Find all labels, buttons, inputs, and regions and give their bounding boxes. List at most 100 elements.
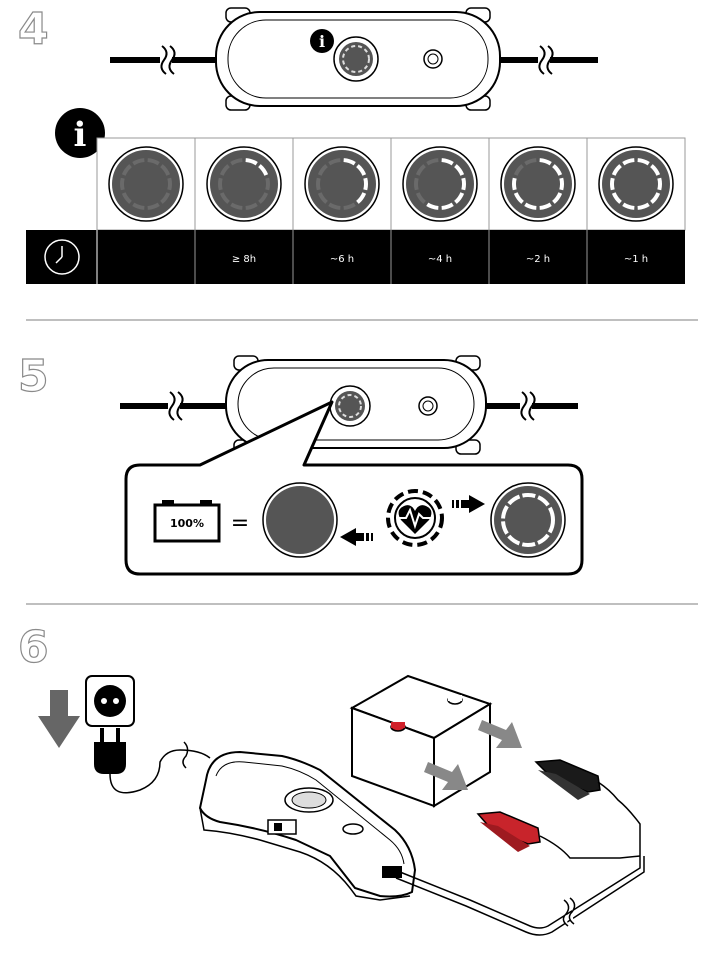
- led-segment: [328, 158, 341, 166]
- led-segment: [147, 158, 160, 166]
- led-segment: [513, 192, 524, 204]
- cable-left: [110, 45, 218, 75]
- led-segment: [356, 192, 367, 204]
- arrow-right-icon: [452, 495, 485, 513]
- led-column-1: [108, 146, 184, 222]
- plug-icon: [94, 728, 211, 794]
- down-arrow-icon: [38, 690, 80, 748]
- time-label: ~1 h: [624, 254, 648, 265]
- step-number-6: 6: [18, 622, 49, 673]
- info-icon: i: [55, 108, 105, 158]
- info-icon-small: i: [310, 29, 334, 53]
- car-battery-icon: [349, 674, 493, 808]
- arrow-left-icon: [340, 528, 373, 546]
- led-segment: [132, 158, 145, 166]
- led-segment: [230, 202, 243, 210]
- led-segment: [265, 177, 270, 191]
- led-segment: [258, 164, 269, 176]
- led-column-5: ~2 h: [488, 138, 576, 284]
- led-segment: [245, 158, 258, 166]
- led-column-2: ≥ 8h: [194, 138, 282, 284]
- heartbeat-icon: [386, 489, 444, 547]
- output-cable: [395, 856, 645, 936]
- red-clamp-icon: [476, 811, 641, 859]
- battery-label: 100%: [170, 517, 204, 530]
- charger-body: [198, 750, 417, 901]
- led-segment: [637, 202, 650, 210]
- led-segment: [160, 164, 171, 176]
- led-segment: [218, 177, 223, 191]
- led-segment: [426, 202, 439, 210]
- led-segment: [120, 177, 125, 191]
- time-label: ≥ 8h: [232, 254, 256, 265]
- led-segment: [121, 164, 132, 176]
- led-segment: [219, 164, 230, 176]
- led-segment: [622, 202, 635, 210]
- dial-off: [262, 482, 338, 558]
- callout-panel: [124, 400, 584, 576]
- wall-socket-icon: [85, 675, 135, 727]
- led-segment: [512, 177, 517, 191]
- arrow-to-red-clamp: [424, 762, 468, 790]
- led-segment: [441, 158, 454, 166]
- battery-icon: 100%: [153, 500, 221, 543]
- led-segment: [461, 177, 466, 191]
- led-segment: [415, 164, 426, 176]
- cable-left-5: [120, 391, 228, 421]
- led-segment: [316, 177, 321, 191]
- equals-sign: =: [231, 511, 249, 536]
- led-segment: [230, 158, 243, 166]
- led-segment: [219, 192, 230, 204]
- led-segment: [132, 202, 145, 210]
- svg-text:i: i: [319, 32, 325, 51]
- led-segment: [160, 192, 171, 204]
- led-segment: [637, 158, 650, 166]
- led-segment: [650, 164, 661, 176]
- led-segment: [559, 177, 564, 191]
- led-segment: [611, 164, 622, 176]
- led-segment: [650, 192, 661, 204]
- led-table: ≥ 8h ~6 h ~4 h ~2 h ~1 h: [26, 137, 686, 284]
- led-segment: [363, 177, 368, 191]
- black-clamp-icon: [534, 759, 641, 856]
- led-segment: [343, 158, 356, 166]
- time-label: ~4 h: [428, 254, 452, 265]
- cable-right-5: [478, 391, 578, 421]
- led-segment: [539, 202, 552, 210]
- led-segment: [611, 192, 622, 204]
- svg-text:i: i: [74, 115, 87, 155]
- led-segment: [147, 202, 160, 210]
- led-segment: [454, 192, 465, 204]
- step-6: 6: [17, 621, 645, 936]
- led-segment: [414, 177, 419, 191]
- led-segment: [245, 202, 258, 210]
- led-column-3: ~6 h: [292, 138, 380, 284]
- led-segment: [454, 164, 465, 176]
- step-4: 4 i: [17, 3, 686, 284]
- step-number-5: 5: [18, 351, 49, 402]
- led-segment: [513, 164, 524, 176]
- cable-right: [492, 45, 598, 75]
- led-segment: [622, 158, 635, 166]
- led-column-6: ~1 h: [586, 138, 674, 284]
- led-segment: [167, 177, 172, 191]
- led-segment: [356, 164, 367, 176]
- arrow-to-black-clamp: [478, 720, 522, 748]
- led-segment: [317, 192, 328, 204]
- led-segment: [328, 202, 341, 210]
- led-segment: [539, 158, 552, 166]
- led-segment: [441, 202, 454, 210]
- clock-icon: [44, 239, 80, 275]
- led-segment: [657, 177, 662, 191]
- charger-top-view: [215, 7, 501, 111]
- led-segment: [524, 158, 537, 166]
- led-segment: [415, 192, 426, 204]
- led-segment: [317, 164, 328, 176]
- led-segment: [121, 192, 132, 204]
- led-segment: [426, 158, 439, 166]
- led-column-4: ~4 h: [390, 138, 478, 284]
- step-5: 5: [17, 350, 584, 576]
- led-segment: [552, 164, 563, 176]
- led-segment: [258, 192, 269, 204]
